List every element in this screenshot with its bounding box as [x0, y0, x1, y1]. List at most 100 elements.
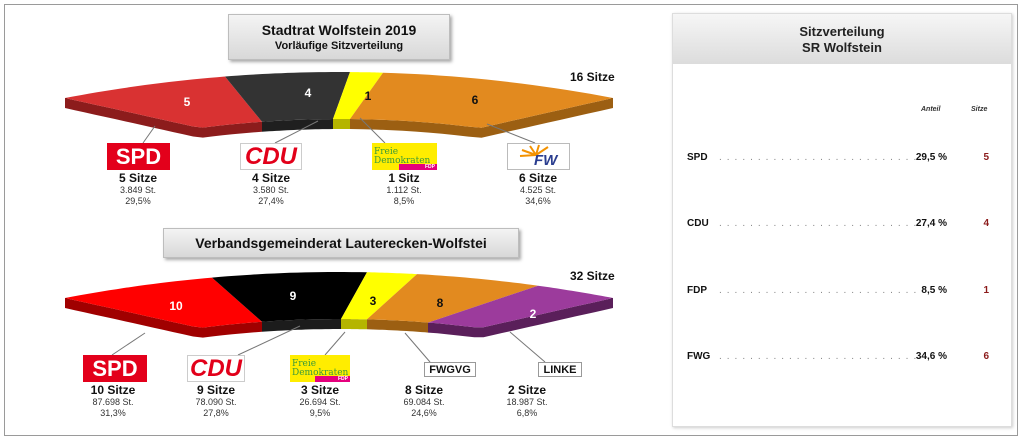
seats: 4 Sitze [251, 171, 290, 185]
vg-total-seats: 32 Sitze [570, 269, 615, 283]
dashboard-frame [4, 4, 1018, 436]
percent: 9,5% [309, 408, 331, 418]
vg-title: Verbandsgemeinderat Lauterecken-Wolfstei [163, 228, 519, 258]
seats: 2 Sitze [507, 383, 546, 397]
panel-row: CDU..........................27,4 %4 [687, 218, 997, 232]
seats: 6 [983, 351, 989, 362]
votes: 3.580 St. [252, 185, 290, 195]
fdp-logo-line1: Freie [292, 358, 317, 369]
party: FDP [687, 285, 707, 296]
seat-segment-side [262, 319, 341, 332]
stadtrat-title: Stadtrat Wolfstein 2019 [261, 22, 417, 38]
seat-segment [428, 285, 613, 328]
panel-header: Sitzverteilung SR Wolfstein [673, 14, 1011, 64]
votes: 26.694 St. [299, 397, 341, 407]
panel-title-line1: Sitzverteilung [799, 24, 885, 39]
seat-segment [367, 274, 538, 323]
seats: 1 [983, 285, 989, 296]
seat-segment-side [65, 298, 262, 338]
votes: 18.987 St. [506, 397, 548, 407]
spd-logo: SPD [83, 355, 147, 382]
percent: 29,5% [125, 196, 151, 206]
seat-segment [65, 277, 262, 328]
votes: 3.849 St. [119, 185, 157, 195]
percent: 6,8% [516, 408, 538, 418]
arc-end-right [611, 98, 613, 108]
segment-seat-label: 9 [290, 289, 297, 303]
panel-row: SPD..........................29,5 % 5 [687, 152, 997, 166]
percent: 8,5% [393, 196, 415, 206]
segment-seat-label: 10 [169, 299, 183, 313]
arc-end-left [65, 298, 67, 308]
seat-segment-side [428, 298, 613, 338]
fdp-logo-tag: FDP [399, 164, 437, 170]
segment-seat-label: 2 [530, 307, 537, 321]
fwgvg-logo: FWGVG [424, 362, 476, 377]
votes: 1.112 St. [386, 185, 422, 195]
party: FWG [687, 351, 711, 362]
segment-seat-label: 8 [437, 296, 444, 310]
percent: 24,6% [411, 408, 437, 418]
fdp-logo: Freie Demokraten FDP [290, 355, 350, 382]
percent: 27,8% [203, 408, 229, 418]
leader-line [359, 117, 386, 144]
seat-segment-side [333, 119, 350, 129]
sun-icon [519, 144, 549, 157]
segment-seat-label: 6 [472, 93, 479, 107]
stadtrat-total-seats: 16 Sitze [570, 70, 615, 84]
party: SPD [687, 152, 708, 163]
fdp-logo: Freie Demokraten FDP [372, 143, 437, 170]
seats: 3 Sitze [300, 383, 339, 397]
seats: 8 Sitze [404, 383, 443, 397]
linke-logo: LINKE [538, 362, 582, 377]
seat-segment-side [341, 319, 367, 330]
seat-segment [350, 72, 613, 128]
percent: 34,6% [525, 196, 551, 206]
seat-segment [212, 272, 367, 322]
dot-leader: .......................... [719, 152, 922, 163]
cdu-logo: CDU [240, 143, 302, 170]
fdp-logo-line1: Freie [374, 146, 399, 157]
share: 29,5 % [915, 152, 947, 163]
dot-leader: .......................... [719, 285, 922, 296]
panel-row: FWG..........................34,6 %6 [687, 351, 997, 365]
votes: 4.525 St. [519, 185, 557, 195]
share: 34,6 % [915, 351, 947, 362]
votes: 87.698 St. [92, 397, 134, 407]
leader-line [324, 331, 346, 356]
share: 27,4 % [915, 218, 947, 229]
dot-leader: .......................... [719, 218, 922, 229]
column-header-seats: Sitze [971, 106, 988, 113]
fdp-logo-line2: Demokraten [374, 155, 431, 166]
spd-logo: SPD [107, 143, 170, 170]
segment-seat-label: 1 [365, 89, 372, 103]
leader-line [142, 125, 156, 144]
stadtrat-title-box: Stadtrat Wolfstein 2019 Vorläufige Sitzv… [228, 14, 450, 60]
seats: 5 Sitze [118, 171, 157, 185]
seats: 10 Sitze [90, 383, 136, 397]
arc-end-left [65, 98, 67, 108]
leader-line [237, 325, 301, 356]
fw-logo: FW [507, 143, 570, 170]
seats: 4 [983, 218, 989, 229]
share: 8,5 % [921, 285, 947, 296]
leader-line [486, 123, 536, 144]
seats: 6 Sitze [518, 171, 557, 185]
seat-segment [225, 72, 350, 122]
fw-logo-text: FW [534, 152, 558, 169]
seats: 5 [983, 152, 989, 163]
segment-seat-label: 5 [184, 95, 191, 109]
leader-line [111, 332, 146, 356]
panel-row: FDP..........................8,5 % 1 [687, 285, 997, 299]
segment-seat-label: 4 [305, 86, 312, 100]
fdp-logo-tag: FDP [315, 376, 350, 382]
